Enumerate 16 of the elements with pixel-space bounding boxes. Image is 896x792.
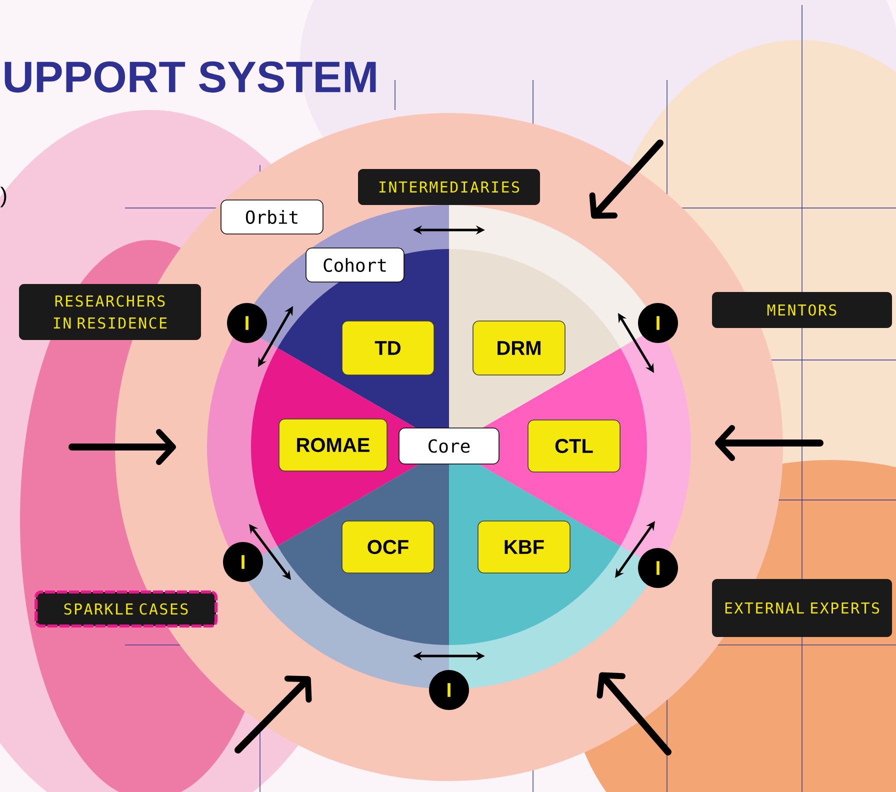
segment-box: KBF	[478, 520, 570, 574]
segment-box: CTL	[528, 420, 620, 472]
bracket-text: )	[0, 186, 6, 208]
label-box: Core	[398, 428, 500, 464]
segment-box: ROMAE	[278, 418, 388, 472]
label-box: INTERMEDIARIES	[358, 169, 540, 205]
label-box: EXTERNAL EXPERTS	[712, 579, 892, 637]
segment-box: DRM	[472, 320, 566, 376]
title: UPPORT SYSTEM	[4, 61, 376, 93]
label-box: MENTORS	[712, 292, 892, 328]
label-box: SPARKLE CASES	[34, 590, 218, 628]
segment-box: TD	[342, 320, 434, 376]
label-box: RESEARCHERS IN RESIDENCE	[19, 284, 201, 340]
label-box: Orbit	[220, 200, 324, 234]
label-box: Cohort	[306, 248, 404, 282]
segment-box: OCF	[342, 520, 434, 574]
